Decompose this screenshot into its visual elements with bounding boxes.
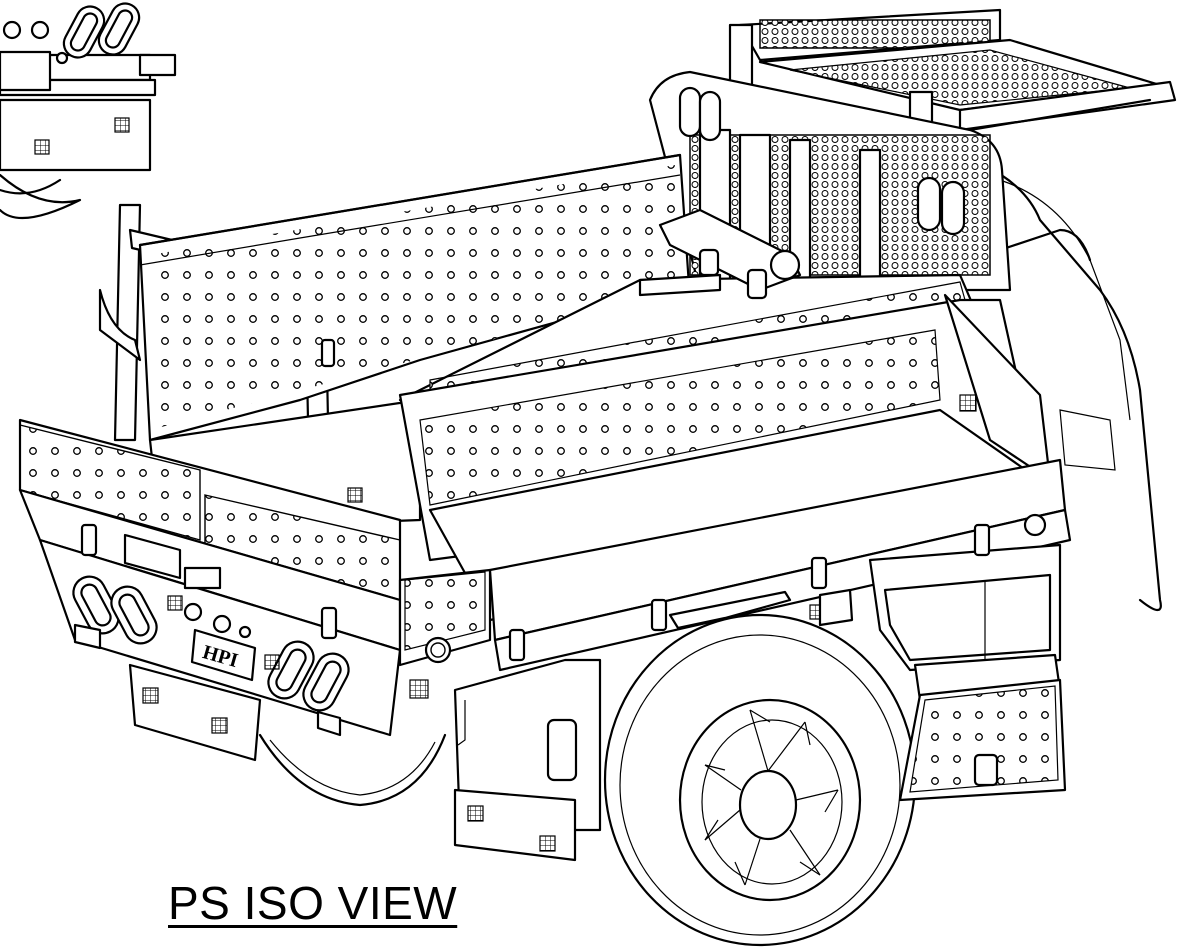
grid-marker-icon [959,394,977,412]
tow-hitch-plate [123,533,222,590]
side-toolbox [818,543,1067,802]
cab-guard-oval-cutouts [678,86,966,236]
rear-mudflap [128,663,262,762]
brand-plate: HPI [190,628,257,682]
partial-oval-cutouts [2,2,141,65]
grid-marker-icon [34,117,130,155]
back-wall-panel [138,153,692,442]
side-panel [453,658,602,862]
rear-wheel-partial [258,733,447,807]
grid-marker-icon [142,687,228,734]
toolbox-latch [973,753,999,787]
grid-marker-icon [467,805,556,852]
tray-latches [80,338,991,662]
view-title: PS ISO VIEW [168,877,458,929]
partial-top-left-view [0,2,177,220]
rear-bumper: HPI [18,418,1072,737]
bumper-oval-cutouts [72,575,350,712]
main-wheel [603,613,917,947]
headboard-fittings [638,208,802,300]
wheel-spokes [704,709,839,886]
